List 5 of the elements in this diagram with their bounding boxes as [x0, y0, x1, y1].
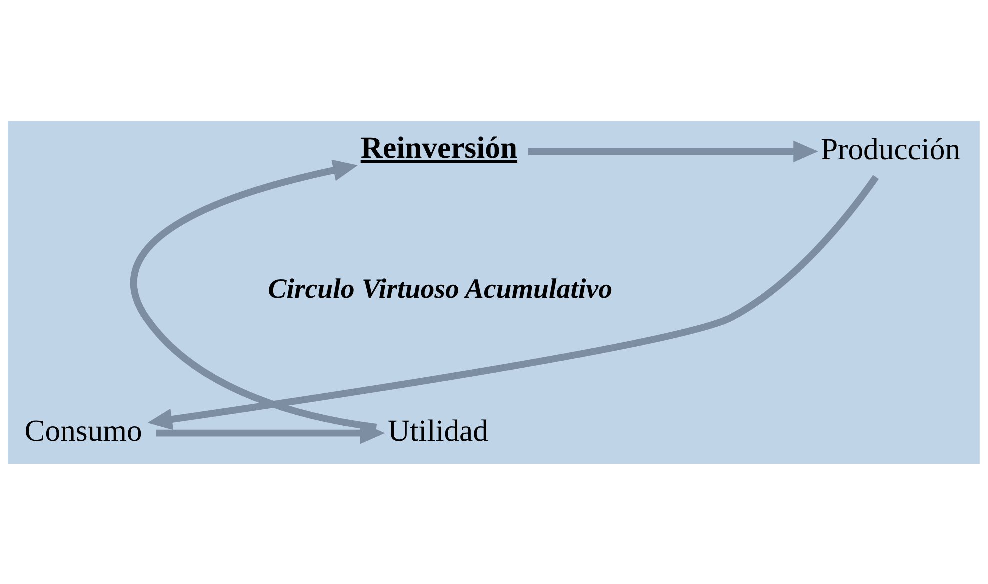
- node-text: Utilidad: [388, 414, 489, 448]
- node-text: Reinversión: [360, 130, 518, 165]
- node-text: Consumo: [24, 414, 142, 448]
- label: Circulo Virtuoso Acumulativo: [268, 274, 613, 305]
- node-text: Producción: [820, 132, 961, 166]
